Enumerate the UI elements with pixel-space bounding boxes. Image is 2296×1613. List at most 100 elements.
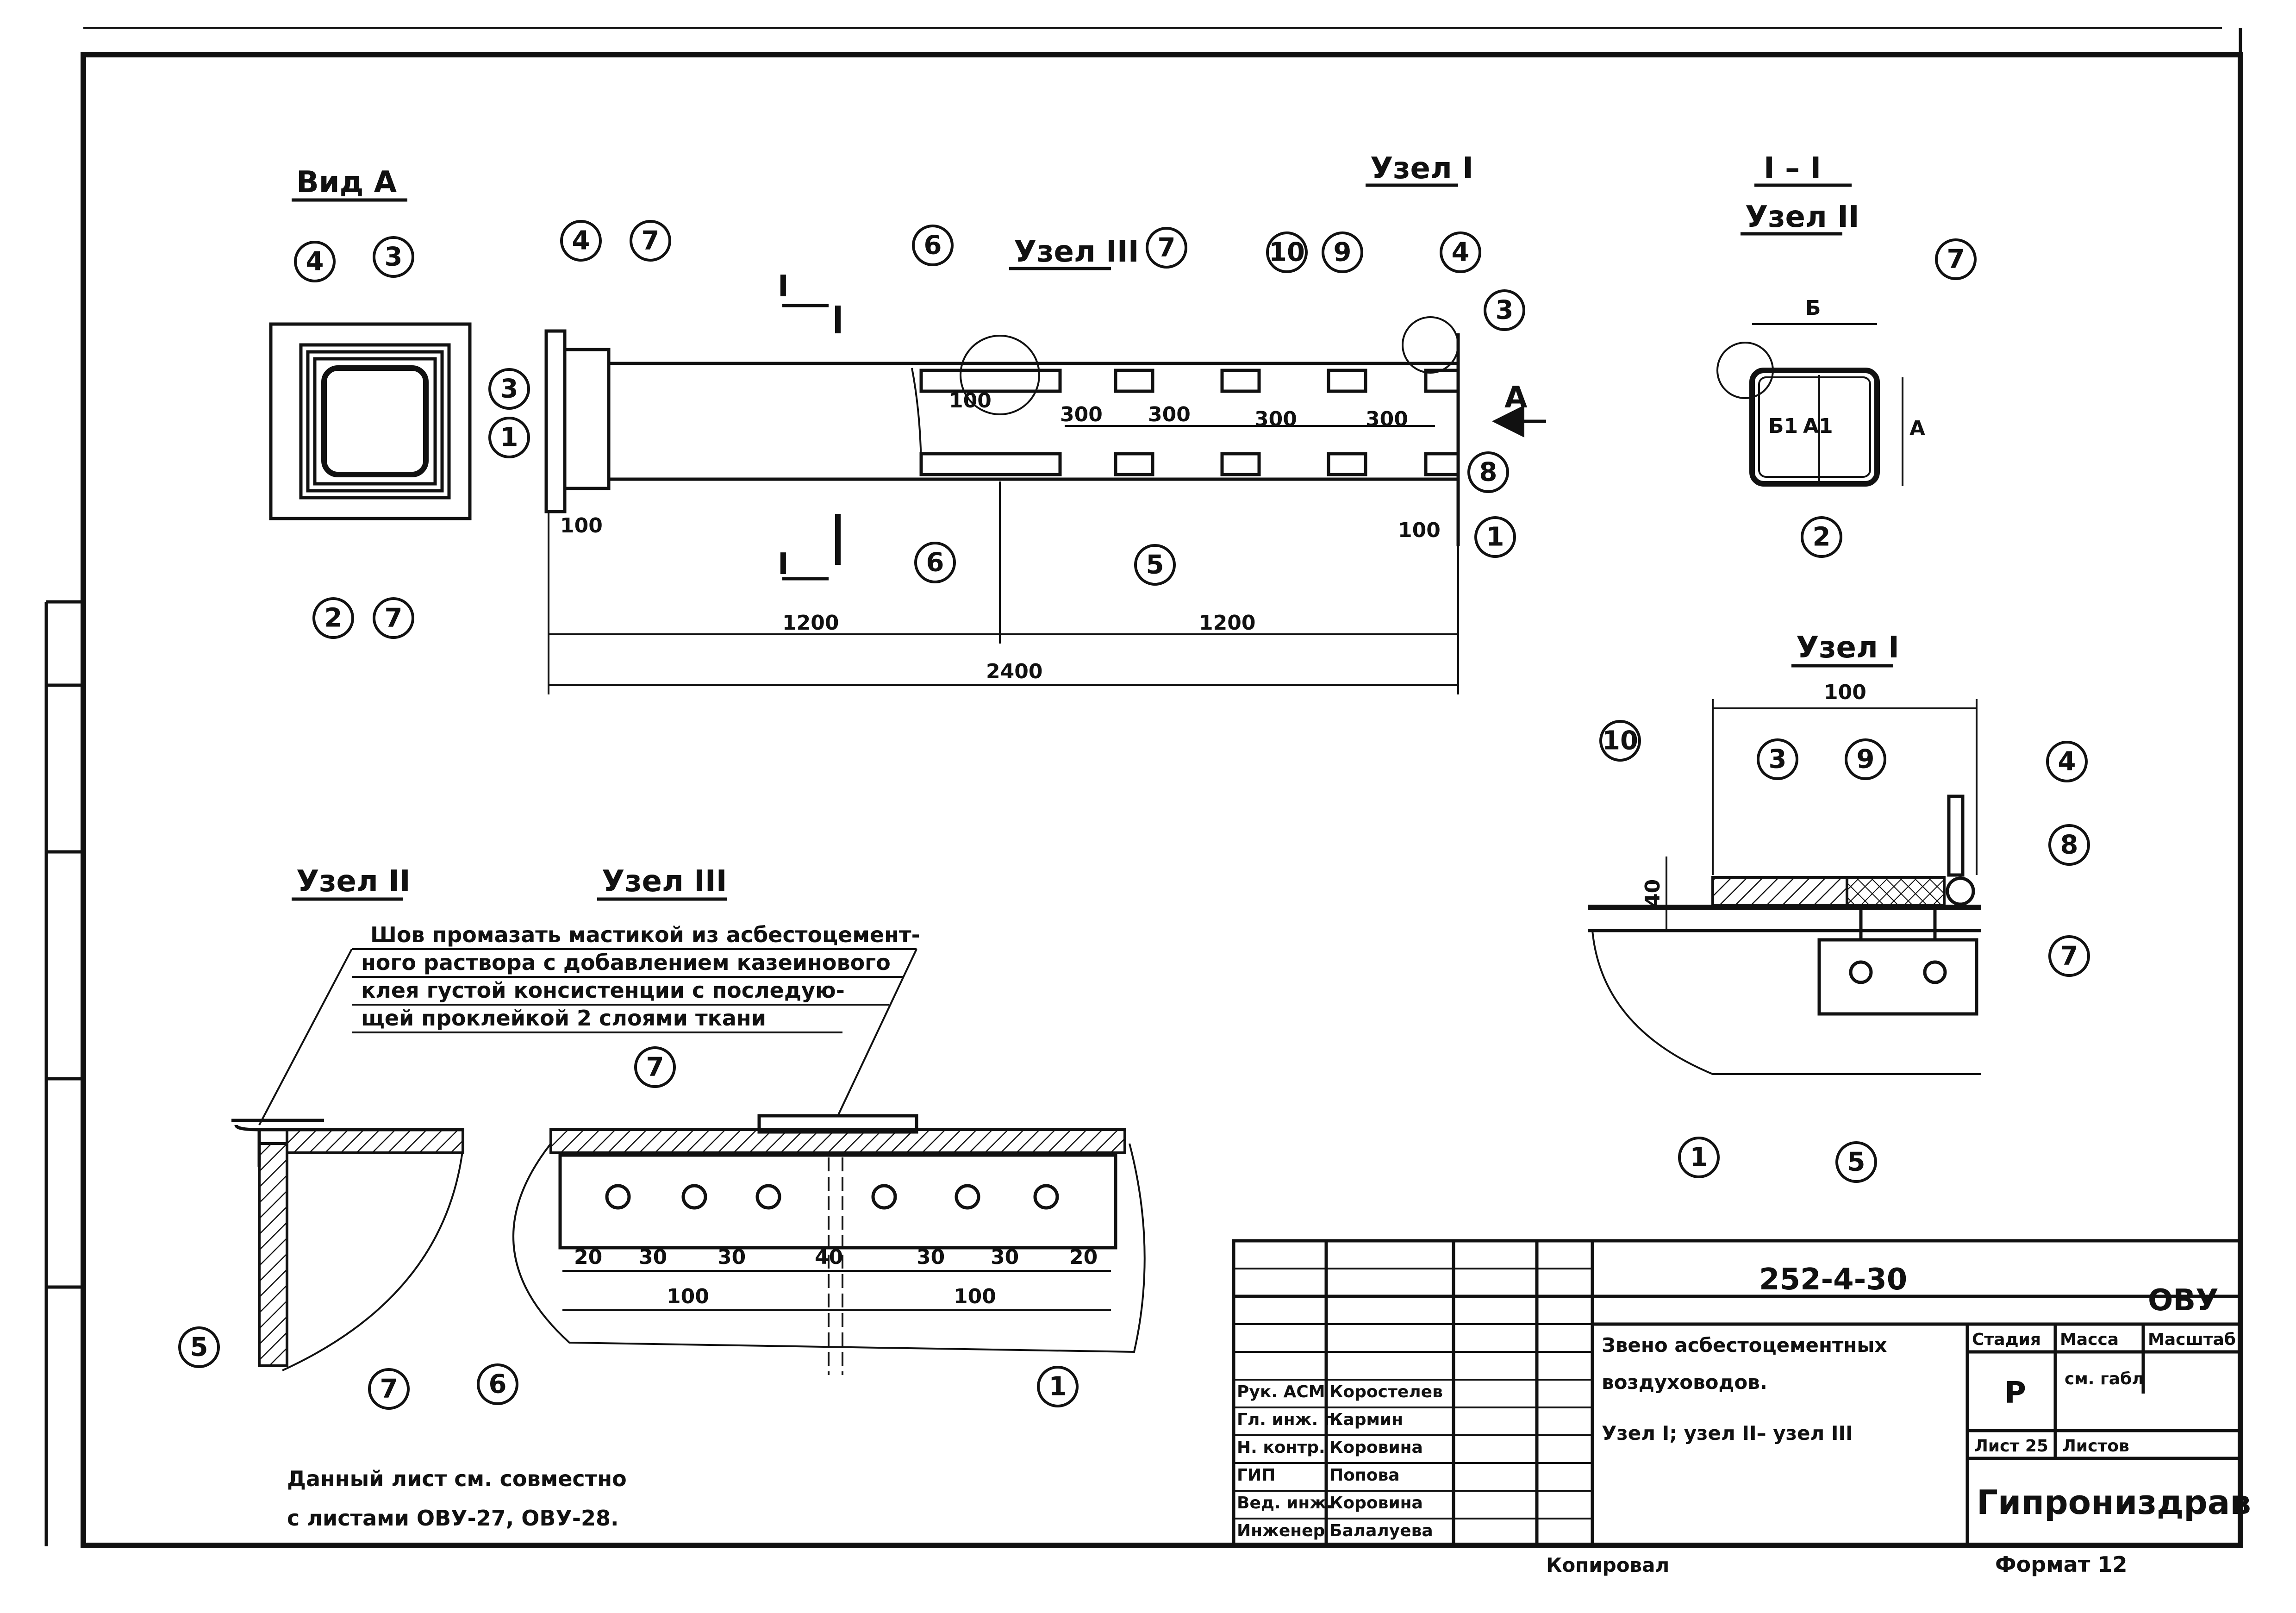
callout-2-section: 2 xyxy=(1813,522,1831,552)
dim-300-3: 300 xyxy=(1254,407,1297,431)
callout-9-elev: 9 xyxy=(1334,238,1352,268)
node-1-detail: Узел I 100 40 xyxy=(1588,631,1981,1075)
callout-3-node1: 3 xyxy=(1769,744,1787,775)
dim-1200-left: 1200 xyxy=(782,611,839,635)
node-2-detail: Узел II xyxy=(231,864,464,1371)
mass-header: Масса xyxy=(2060,1330,2119,1349)
callouts: 4 3 3 1 2 7 4 7 6 7 10 9 4 3 8 1 6 5 7 2… xyxy=(178,220,2090,1410)
role-5: Инженер xyxy=(1237,1521,1325,1540)
dim-a1: A1 xyxy=(1803,414,1833,438)
node-3-marker xyxy=(960,335,1040,415)
callout-4-elev: 4 xyxy=(572,226,590,256)
callout-5-elev: 5 xyxy=(1146,550,1164,580)
dim-40-node3: 40 xyxy=(815,1245,843,1269)
callout-5-node2: 5 xyxy=(190,1332,208,1363)
node-1-title: Узел I xyxy=(1796,631,1899,665)
role-3: ГИП xyxy=(1237,1466,1275,1485)
seam-note: Шов промазать мастикой из асбестоцемент-… xyxy=(258,922,920,1125)
dim-30-c: 30 xyxy=(917,1245,945,1269)
dim-20-a: 20 xyxy=(574,1245,602,1269)
bottom-plates xyxy=(919,452,1460,476)
callout-1-node3: 1 xyxy=(1049,1372,1067,1402)
callout-7-elev-top: 7 xyxy=(1158,233,1176,263)
dim-30-d: 30 xyxy=(991,1245,1019,1269)
callout-6-elev-top: 6 xyxy=(924,231,942,261)
view-a-title: Вид А xyxy=(296,165,397,200)
callout-3-elev: 3 xyxy=(1496,295,1514,325)
callout-7-node3: 7 xyxy=(646,1052,664,1082)
sheets-note-line-2: с листами ОВУ-27, ОВУ-28. xyxy=(287,1506,618,1531)
callout-10-node1: 10 xyxy=(1602,726,1638,756)
organization: Гипрониздрав xyxy=(1977,1483,2251,1522)
dim-b: Б xyxy=(1805,296,1821,320)
node-2-top xyxy=(286,1128,464,1154)
duct-elevation: I I A 1200 1200 2400 100 100 300 300 300… xyxy=(544,151,1546,694)
seam-note-line-1: Шов промазать мастикой из асбестоцемент- xyxy=(370,922,920,947)
node-3-detail: Узел III 20 30 30 40 30 30 20 100 100 xyxy=(512,864,1146,1375)
name-4: Коровина xyxy=(1329,1494,1423,1513)
role-0: Рук. АСМ xyxy=(1237,1382,1325,1401)
node-1-hatch-a xyxy=(1711,876,1848,907)
role-4: Вед. инж. xyxy=(1237,1494,1333,1513)
node-3-title: Узел III xyxy=(602,864,727,899)
callout-7-node2: 7 xyxy=(380,1374,398,1404)
dim-b1: Б1 xyxy=(1768,414,1798,438)
node-2-title: Узел II xyxy=(296,864,411,899)
doc-number: 252-4-30 xyxy=(1759,1263,1907,1297)
callout-9-node1: 9 xyxy=(1857,744,1875,775)
role-1: Гл. инж. п. xyxy=(1237,1410,1341,1429)
dim-300-2: 300 xyxy=(1148,403,1191,426)
node-1-flange xyxy=(1947,794,1965,877)
section-node2-label: Узел II xyxy=(1745,200,1859,234)
callout-7-section: 7 xyxy=(1947,244,1965,275)
callout-3-viewA-top: 3 xyxy=(385,242,403,272)
node-1-gasket xyxy=(1946,876,1975,906)
seam-note-line-3: клея густой консистенции с последую- xyxy=(361,978,845,1003)
sheet-label: Лист 25 xyxy=(1974,1437,2048,1456)
name-3: Попова xyxy=(1329,1466,1400,1485)
name-5: Балалуева xyxy=(1329,1521,1433,1540)
name-1: Кармин xyxy=(1329,1410,1403,1429)
callout-7-node1: 7 xyxy=(2060,941,2078,971)
callout-8-elev: 8 xyxy=(1479,457,1497,488)
sheets-label: Листов xyxy=(2062,1437,2129,1456)
view-a-flange xyxy=(269,322,472,520)
scale-header: Масштаб xyxy=(2148,1330,2236,1349)
dim-100-left: 100 xyxy=(560,514,603,538)
callout-8-node1: 8 xyxy=(2060,830,2078,860)
sheets-note: Данный лист см. совместно с листами ОВУ-… xyxy=(287,1466,627,1531)
stage-header: Стадия xyxy=(1972,1330,2041,1349)
callout-6-elev-bottom: 6 xyxy=(926,548,944,578)
node-1-label-top: Узел I xyxy=(1370,151,1473,186)
node-3-label-top: Узел III xyxy=(1014,235,1139,269)
format-label: Формат 12 xyxy=(1995,1552,2127,1577)
node-3-plate xyxy=(558,1153,1117,1250)
dim-1200-right: 1200 xyxy=(1199,611,1255,635)
callout-1-node1: 1 xyxy=(1690,1143,1708,1173)
callout-7-viewA: 7 xyxy=(385,603,403,633)
dim-20-b: 20 xyxy=(1069,1245,1098,1269)
callout-1-elev: 1 xyxy=(1486,522,1504,552)
dim-40: 40 xyxy=(1641,879,1665,907)
callout-2-viewA: 2 xyxy=(324,603,343,633)
desc-line-2: воздуховодов. xyxy=(1602,1371,1767,1394)
callout-6-node3: 6 xyxy=(489,1369,507,1400)
node-1-plate xyxy=(1817,938,1978,1016)
section-i-i: I – I Узел II Б Б1 A1 A xyxy=(1716,151,1925,487)
dim-a: A xyxy=(1909,417,1925,440)
dim-30-b: 30 xyxy=(718,1245,746,1269)
dim-300-4: 300 xyxy=(1366,407,1408,431)
dim-30-a: 30 xyxy=(639,1245,667,1269)
callout-10-elev: 10 xyxy=(1269,238,1305,268)
copied-label: Копировал xyxy=(1546,1554,1669,1576)
view-a-duct xyxy=(321,365,429,477)
view-a: Вид А xyxy=(269,165,472,520)
callout-7-elev: 7 xyxy=(642,226,660,256)
arrow-a-label: A xyxy=(1504,381,1528,415)
callout-4-viewA: 4 xyxy=(306,247,324,277)
node-1-hatch-b xyxy=(1846,876,1946,907)
node-1-marker xyxy=(1402,316,1459,374)
section-mark-top: I xyxy=(778,269,789,304)
callout-4-node1: 4 xyxy=(2058,747,2076,777)
